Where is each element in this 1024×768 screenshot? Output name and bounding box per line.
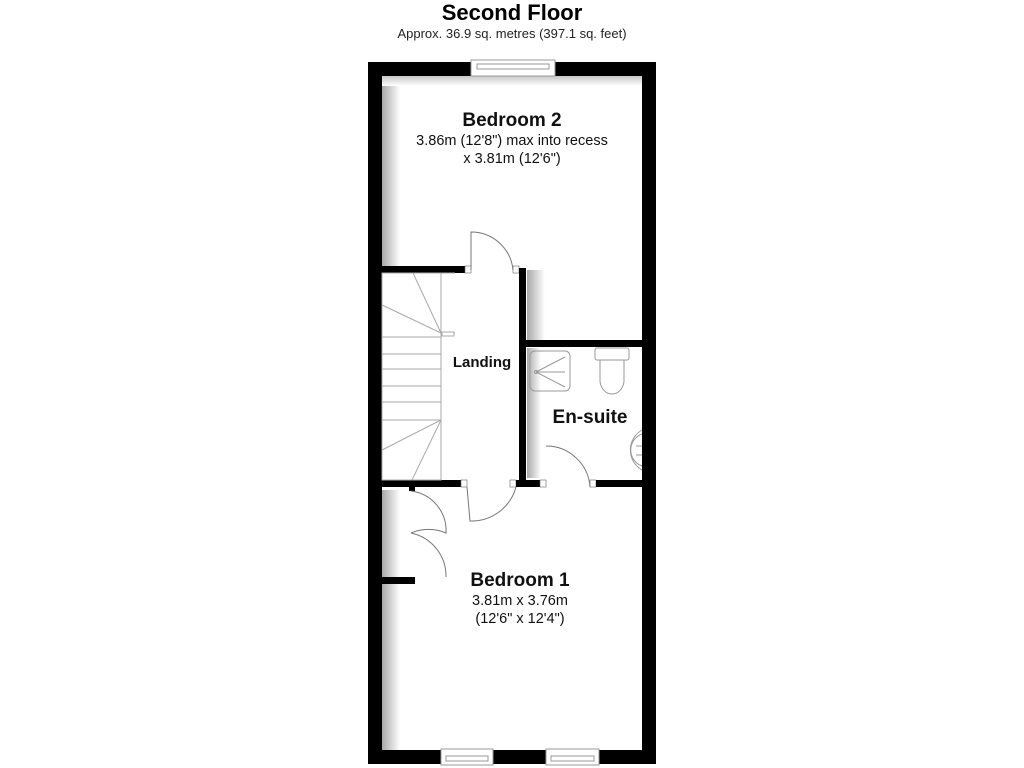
room-label-bedroom-1: Bedroom 1 3.81m x 3.76m (12'6" x 12'4") — [450, 570, 590, 628]
room-dimensions-line-2: x 3.81m (12'6") — [463, 151, 561, 167]
doors — [410, 231, 591, 578]
room-name: Landing — [452, 354, 512, 371]
room-label-landing: Landing — [445, 352, 519, 374]
room-dimensions-line-1: 3.81m x 3.76m — [472, 593, 568, 609]
room-dimensions-line-1: 3.86m (12'8") max into recess — [416, 133, 608, 149]
floor-title: Second Floor — [441, 0, 583, 25]
window-top — [470, 59, 556, 77]
wash-basin — [629, 429, 643, 471]
room-name: Bedroom 2 — [462, 110, 562, 131]
window-bottom-right — [545, 748, 600, 766]
outer-walls — [368, 62, 656, 764]
toilet — [594, 347, 630, 395]
room-name: En-suite — [552, 407, 628, 428]
shower-tray — [529, 350, 571, 392]
room-label-en-suite: En-suite — [540, 407, 640, 429]
room-name: Bedroom 1 — [470, 570, 570, 591]
floor-area: Approx. 36.9 sq. metres (397.1 sq. feet) — [397, 26, 627, 41]
room-dimensions-line-2: (12'6" x 12'4") — [475, 611, 565, 627]
window-bottom-left — [440, 748, 494, 766]
room-label-bedroom-2: Bedroom 2 3.86m (12'8") max into recess … — [382, 110, 642, 168]
staircase — [381, 272, 455, 481]
interior-walls — [382, 265, 642, 584]
